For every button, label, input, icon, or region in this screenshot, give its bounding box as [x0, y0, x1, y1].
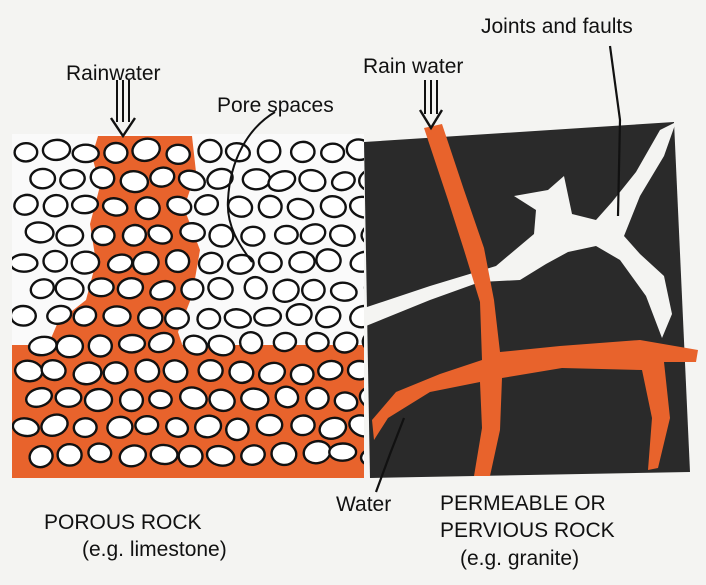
rock-grain — [120, 389, 143, 411]
permeable-title-line2: PERVIOUS ROCK — [440, 517, 615, 544]
rock-grain — [197, 309, 221, 330]
rock-grain — [71, 251, 100, 275]
rock-grain — [348, 361, 371, 379]
rock-grain — [119, 335, 145, 353]
rock-grain — [291, 415, 315, 436]
porous-rock-caption: POROUS ROCK (e.g. limestone) — [44, 510, 227, 564]
rock-grain — [329, 443, 356, 461]
rock-grain — [301, 279, 325, 301]
rock-grain — [138, 307, 163, 328]
rock-grain — [241, 226, 265, 246]
rock-grain — [198, 140, 222, 163]
rock-grain — [44, 251, 67, 272]
rain-water-label: Rain water — [363, 56, 463, 77]
rock-grain — [84, 388, 112, 412]
porous-rock-block — [10, 134, 389, 480]
rock-grain — [165, 308, 190, 329]
rock-grain — [30, 168, 55, 188]
rock-grain — [56, 388, 82, 407]
porous-rock-title: POROUS ROCK — [44, 510, 227, 537]
rock-grain — [150, 444, 178, 464]
water-label: Water — [336, 494, 391, 515]
rock-grain — [258, 195, 283, 219]
rock-grain — [290, 141, 315, 163]
rock-grain — [256, 414, 282, 436]
permeable-title-line1: PERMEABLE OR — [440, 490, 615, 517]
rock-grain — [88, 335, 112, 357]
rock-grain — [73, 418, 97, 438]
rock-grain — [149, 390, 173, 409]
rock-grain — [179, 446, 203, 467]
rock-grain — [57, 444, 82, 467]
rock-grain — [88, 442, 113, 463]
rock-grain — [254, 307, 282, 326]
permeable-rock-caption: PERMEABLE OR PERVIOUS ROCK (e.g. granite… — [440, 490, 615, 572]
rock-grain — [73, 145, 99, 162]
rock-grain — [55, 277, 85, 300]
rock-grain — [72, 195, 99, 214]
rock-grain — [10, 254, 37, 272]
rock-grain — [291, 364, 314, 384]
rock-grain — [165, 249, 190, 273]
rock-grain — [275, 226, 298, 244]
pore-spaces-label: Pore spaces — [217, 95, 334, 116]
rainwater-arrow — [111, 80, 135, 136]
rock-grain — [56, 226, 83, 247]
rock-grain — [306, 332, 329, 351]
rock-grain — [56, 335, 83, 358]
rock-grain — [289, 251, 316, 273]
rock-grain — [209, 224, 234, 247]
rock-grain — [166, 144, 190, 164]
rock-grain — [92, 226, 115, 245]
rainwater-label: Rainwater — [66, 63, 161, 84]
rock-grain — [103, 306, 130, 326]
rock-grain — [89, 278, 114, 296]
rock-grain — [104, 143, 127, 163]
rock-grain — [14, 143, 37, 162]
rock-grain — [42, 139, 71, 161]
joints-faults-label: Joints and faults — [481, 16, 633, 37]
rock-grain — [103, 361, 129, 384]
rock-grain — [11, 306, 36, 326]
rain-water-arrow — [420, 80, 442, 128]
rock-grain — [243, 169, 271, 189]
porous-rock-example: (e.g. limestone) — [44, 537, 227, 564]
rock-grain — [321, 143, 344, 162]
rock-grain — [198, 360, 223, 381]
permeable-rock-example: (e.g. granite) — [440, 545, 615, 572]
permeable-rock-block — [364, 122, 698, 478]
rock-grain — [135, 415, 159, 434]
